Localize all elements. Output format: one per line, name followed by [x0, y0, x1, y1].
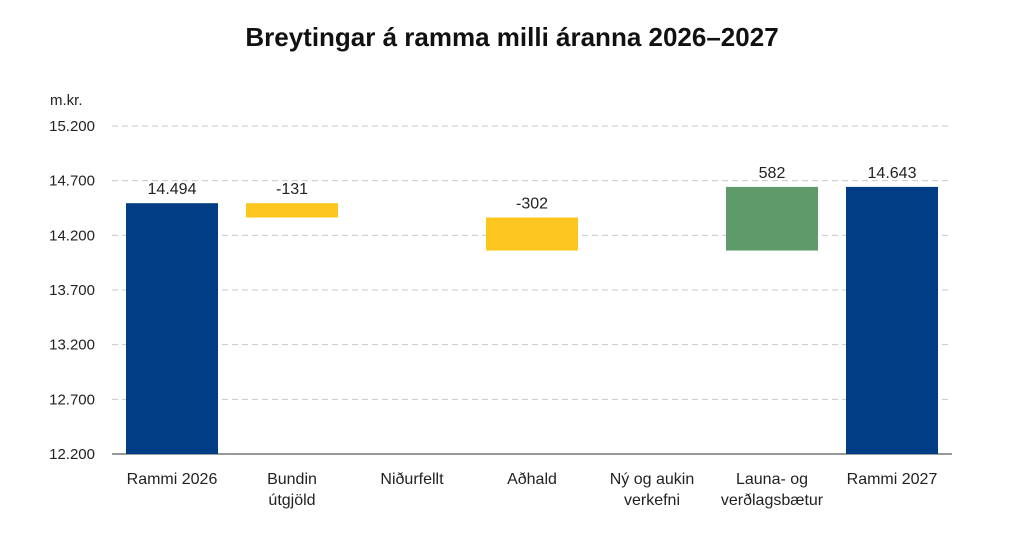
data-label: 14.494: [148, 181, 197, 198]
data-label: -131: [276, 181, 308, 198]
y-tick-label: 12.700: [49, 391, 95, 408]
x-category-label: Niðurfellt: [380, 471, 444, 488]
x-category-label: verkefni: [624, 492, 680, 509]
data-label: 582: [759, 165, 786, 182]
chart-title: Breytingar á ramma milli áranna 2026–202…: [245, 22, 779, 52]
x-category-label: verðlagsbætur: [721, 492, 824, 509]
data-label: -302: [516, 196, 548, 213]
x-category-label: Rammi 2026: [127, 471, 218, 488]
y-tick-label: 14.700: [49, 173, 95, 190]
x-category-label: Ný og aukin: [610, 471, 695, 488]
bar-decrease: [246, 203, 338, 218]
y-tick-label: 12.200: [49, 446, 95, 463]
bar-increase: [726, 186, 818, 251]
x-category-label: Aðhald: [507, 471, 557, 488]
bar-decrease: [486, 217, 578, 251]
y-tick-label: 15.200: [49, 118, 95, 135]
data-label: 14.643: [868, 165, 917, 182]
x-category-label: Bundin: [267, 471, 317, 488]
bar-total: [846, 186, 938, 454]
x-category-label: útgjöld: [268, 492, 315, 509]
y-axis-unit-label: m.kr.: [50, 92, 83, 109]
x-category-label: Rammi 2027: [847, 471, 938, 488]
y-tick-label: 13.200: [49, 337, 95, 354]
y-tick-label: 13.700: [49, 282, 95, 299]
y-tick-label: 14.200: [49, 227, 95, 244]
x-category-label: Launa- og: [736, 471, 808, 488]
bar-total: [126, 203, 218, 454]
